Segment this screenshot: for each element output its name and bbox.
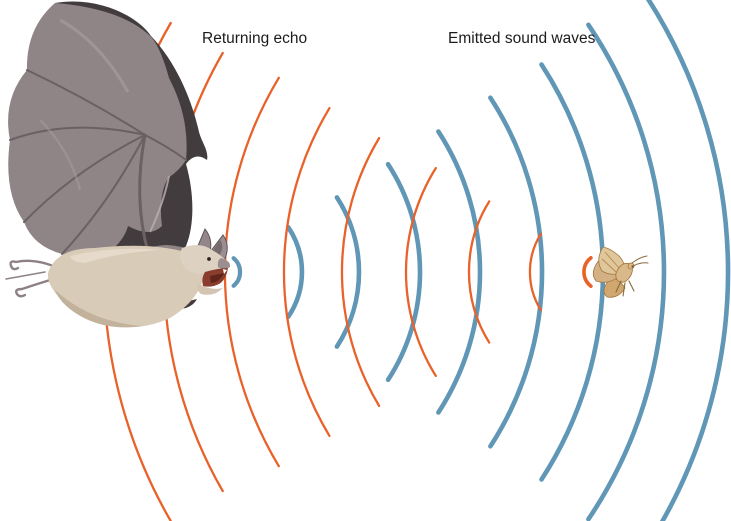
returning-echo-label: Returning echo xyxy=(202,30,308,47)
bat-eye xyxy=(207,257,211,261)
emitted-sound-wave-arcs-arc xyxy=(385,161,423,383)
returning-echo-wave-arcs-arc xyxy=(223,76,280,468)
emitted-sound-wave-arcs-arc xyxy=(334,195,362,349)
returning-echo-wave-arcs-arc xyxy=(467,200,491,344)
moth-illustration xyxy=(592,246,649,298)
returning-echo-wave-arcs-arc xyxy=(582,256,593,288)
emitted-sound-wave-arcs-arc xyxy=(286,225,305,319)
returning-echo-wave-arcs-arc xyxy=(528,232,543,312)
emitted-sound-wave-arcs-arc xyxy=(231,256,243,288)
emitted-sound-wave-arcs-arc xyxy=(586,22,667,521)
returning-echo-wave-arcs-arc xyxy=(404,166,437,378)
emitted-sound-wave-arcs xyxy=(231,0,731,521)
bat-illustration xyxy=(5,1,231,328)
emitted-sound-wave-arcs-arc xyxy=(645,0,731,521)
emitted-sound-wave-arcs-arc xyxy=(488,95,545,449)
returning-echo-wave-arcs-arc xyxy=(340,136,381,408)
returning-echo-wave-arcs-arc xyxy=(282,107,331,437)
emitted-sound-waves-label: Emitted sound waves xyxy=(448,30,596,47)
emitted-sound-wave-arcs-arc xyxy=(436,129,483,415)
